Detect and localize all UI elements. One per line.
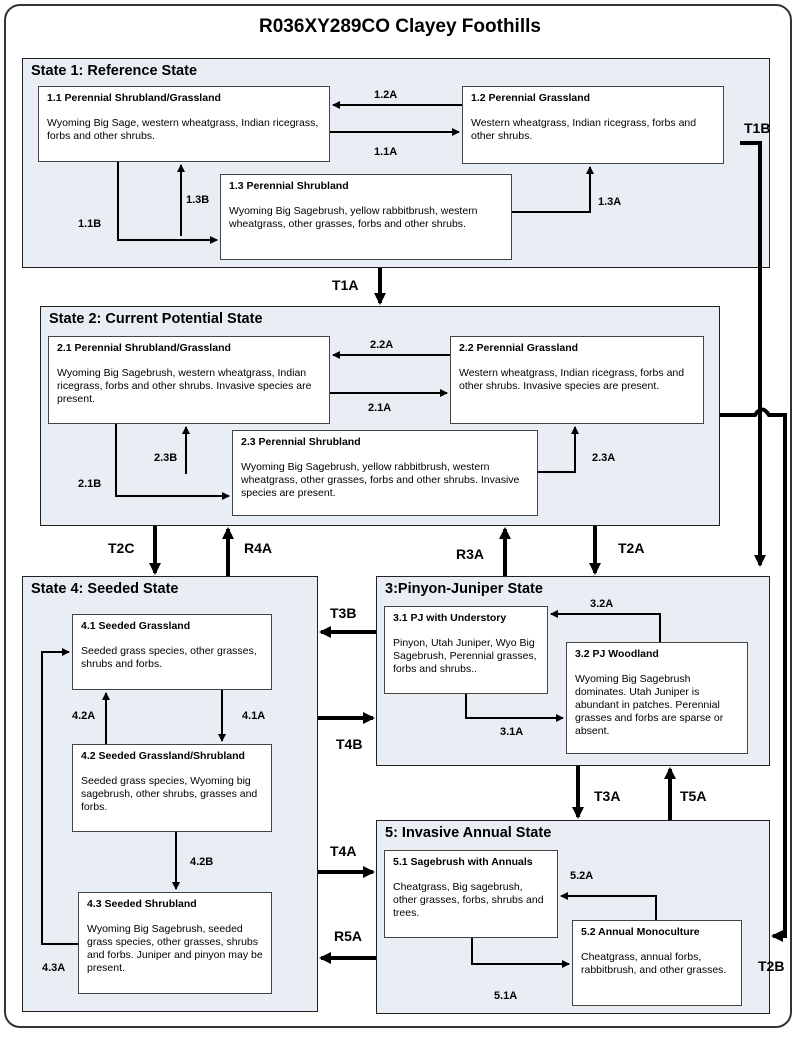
label-4-2A: 4.2A <box>72 710 96 722</box>
community-2-1: 2.1 Perennial Shrubland/Grassland Wyomin… <box>48 336 330 424</box>
community-1-3-title: 1.3 Perennial Shrubland <box>229 180 349 192</box>
label-T1B: T1B <box>744 120 771 136</box>
community-4-3-title: 4.3 Seeded Shrubland <box>87 898 197 910</box>
community-1-1-desc: Wyoming Big Sage, western wheatgrass, In… <box>47 117 319 142</box>
label-T2A: T2A <box>618 540 645 556</box>
community-4-3: 4.3 Seeded Shrubland Wyoming Big Sagebru… <box>78 892 272 994</box>
state-1-title: State 1: Reference State <box>31 63 198 79</box>
label-1-3A: 1.3A <box>598 196 622 208</box>
label-3-1A: 3.1A <box>500 726 524 738</box>
diagram-title: R036XY289CO Clayey Foothills <box>259 16 541 37</box>
community-5-2-title: 5.2 Annual Monoculture <box>581 926 700 938</box>
label-1-2A: 1.2A <box>374 89 398 101</box>
label-R3A: R3A <box>456 546 485 562</box>
community-1-3: 1.3 Perennial Shrubland Wyoming Big Sage… <box>220 174 512 260</box>
community-2-3: 2.3 Perennial Shrubland Wyoming Big Sage… <box>232 430 538 516</box>
label-R4A: R4A <box>244 540 273 556</box>
label-2-2A: 2.2A <box>370 339 394 351</box>
label-2-3B: 2.3B <box>154 452 178 464</box>
label-T4B: T4B <box>336 736 363 752</box>
community-1-2-title: 1.2 Perennial Grassland <box>471 92 591 104</box>
community-1-1-title: 1.1 Perennial Shrubland/Grassland <box>47 92 221 104</box>
label-T5A: T5A <box>680 788 707 804</box>
label-T3A: T3A <box>594 788 621 804</box>
community-5-1-desc: Cheatgrass, Big sagebrush, other grasses… <box>393 881 544 919</box>
community-4-1-title: 4.1 Seeded Grassland <box>81 620 191 632</box>
label-R5A: R5A <box>334 928 363 944</box>
community-1-1: 1.1 Perennial Shrubland/Grassland Wyomin… <box>38 86 330 162</box>
label-1-3B: 1.3B <box>186 194 210 206</box>
outer-frame <box>4 4 792 1028</box>
label-4-1A: 4.1A <box>242 710 266 722</box>
community-3-1: 3.1 PJ with Understory Pinyon, Utah Juni… <box>384 606 548 694</box>
community-3-1-desc: Pinyon, Utah Juniper, Wyo Big Sagebrush,… <box>393 637 537 675</box>
community-2-2: 2.2 Perennial Grassland Western wheatgra… <box>450 336 704 424</box>
community-3-2: 3.2 PJ Woodland Wyoming Big Sagebrush do… <box>566 642 748 754</box>
community-2-3-desc: Wyoming Big Sagebrush, yellow rabbitbrus… <box>241 461 520 499</box>
state-3-title: 3:Pinyon-Juniper State <box>385 581 543 597</box>
label-T2C: T2C <box>108 540 135 556</box>
community-2-2-title: 2.2 Perennial Grassland <box>459 342 579 354</box>
state-5-title: 5: Invasive Annual State <box>385 825 552 841</box>
community-2-1-title: 2.1 Perennial Shrubland/Grassland <box>57 342 231 354</box>
community-3-1-title: 3.1 PJ with Understory <box>393 612 507 624</box>
label-3-2A: 3.2A <box>590 598 614 610</box>
label-T3B: T3B <box>330 605 357 621</box>
label-2-3A: 2.3A <box>592 452 616 464</box>
label-5-1A: 5.1A <box>494 990 518 1002</box>
community-5-2: 5.2 Annual Monoculture Cheatgrass, annua… <box>572 920 742 1006</box>
community-3-2-desc: Wyoming Big Sagebrush dominates. Utah Ju… <box>575 673 724 737</box>
community-4-2-desc: Seeded grass species, Wyoming big sagebr… <box>81 775 258 813</box>
community-1-2: 1.2 Perennial Grassland Western wheatgra… <box>462 86 724 164</box>
label-1-1B: 1.1B <box>78 218 102 230</box>
community-4-1: 4.1 Seeded Grassland Seeded grass specie… <box>72 614 272 690</box>
community-1-3-desc: Wyoming Big Sagebrush, yellow rabbitbrus… <box>229 205 478 230</box>
community-4-2-title: 4.2 Seeded Grassland/Shrubland <box>81 750 245 762</box>
label-1-1A: 1.1A <box>374 146 398 158</box>
label-2-1A: 2.1A <box>368 402 392 414</box>
state-4-title: State 4: Seeded State <box>31 581 179 597</box>
community-4-3-desc: Wyoming Big Sagebrush, seeded grass spec… <box>87 923 263 974</box>
community-5-1-title: 5.1 Sagebrush with Annuals <box>393 856 533 868</box>
state-2-title: State 2: Current Potential State <box>49 311 263 327</box>
label-4-3A: 4.3A <box>42 962 66 974</box>
label-T1A: T1A <box>332 277 359 293</box>
community-2-3-title: 2.3 Perennial Shrubland <box>241 436 361 448</box>
label-4-2B: 4.2B <box>190 856 214 868</box>
community-2-1-desc: Wyoming Big Sagebrush, western wheatgras… <box>57 367 312 405</box>
community-5-1: 5.1 Sagebrush with Annuals Cheatgrass, B… <box>384 850 558 938</box>
community-4-2: 4.2 Seeded Grassland/Shrubland Seeded gr… <box>72 744 272 832</box>
community-4-1-desc: Seeded grass species, other grasses, shr… <box>81 645 257 670</box>
label-T4A: T4A <box>330 843 357 859</box>
community-3-2-title: 3.2 PJ Woodland <box>575 648 659 660</box>
label-T2B: T2B <box>758 958 785 974</box>
label-5-2A: 5.2A <box>570 870 594 882</box>
community-5-2-desc: Cheatgrass, annual forbs, rabbitbrush, a… <box>581 951 727 976</box>
label-2-1B: 2.1B <box>78 478 102 490</box>
community-2-2-desc: Western wheatgrass, Indian ricegrass, fo… <box>459 367 685 392</box>
community-1-2-desc: Western wheatgrass, Indian ricegrass, fo… <box>471 117 697 142</box>
